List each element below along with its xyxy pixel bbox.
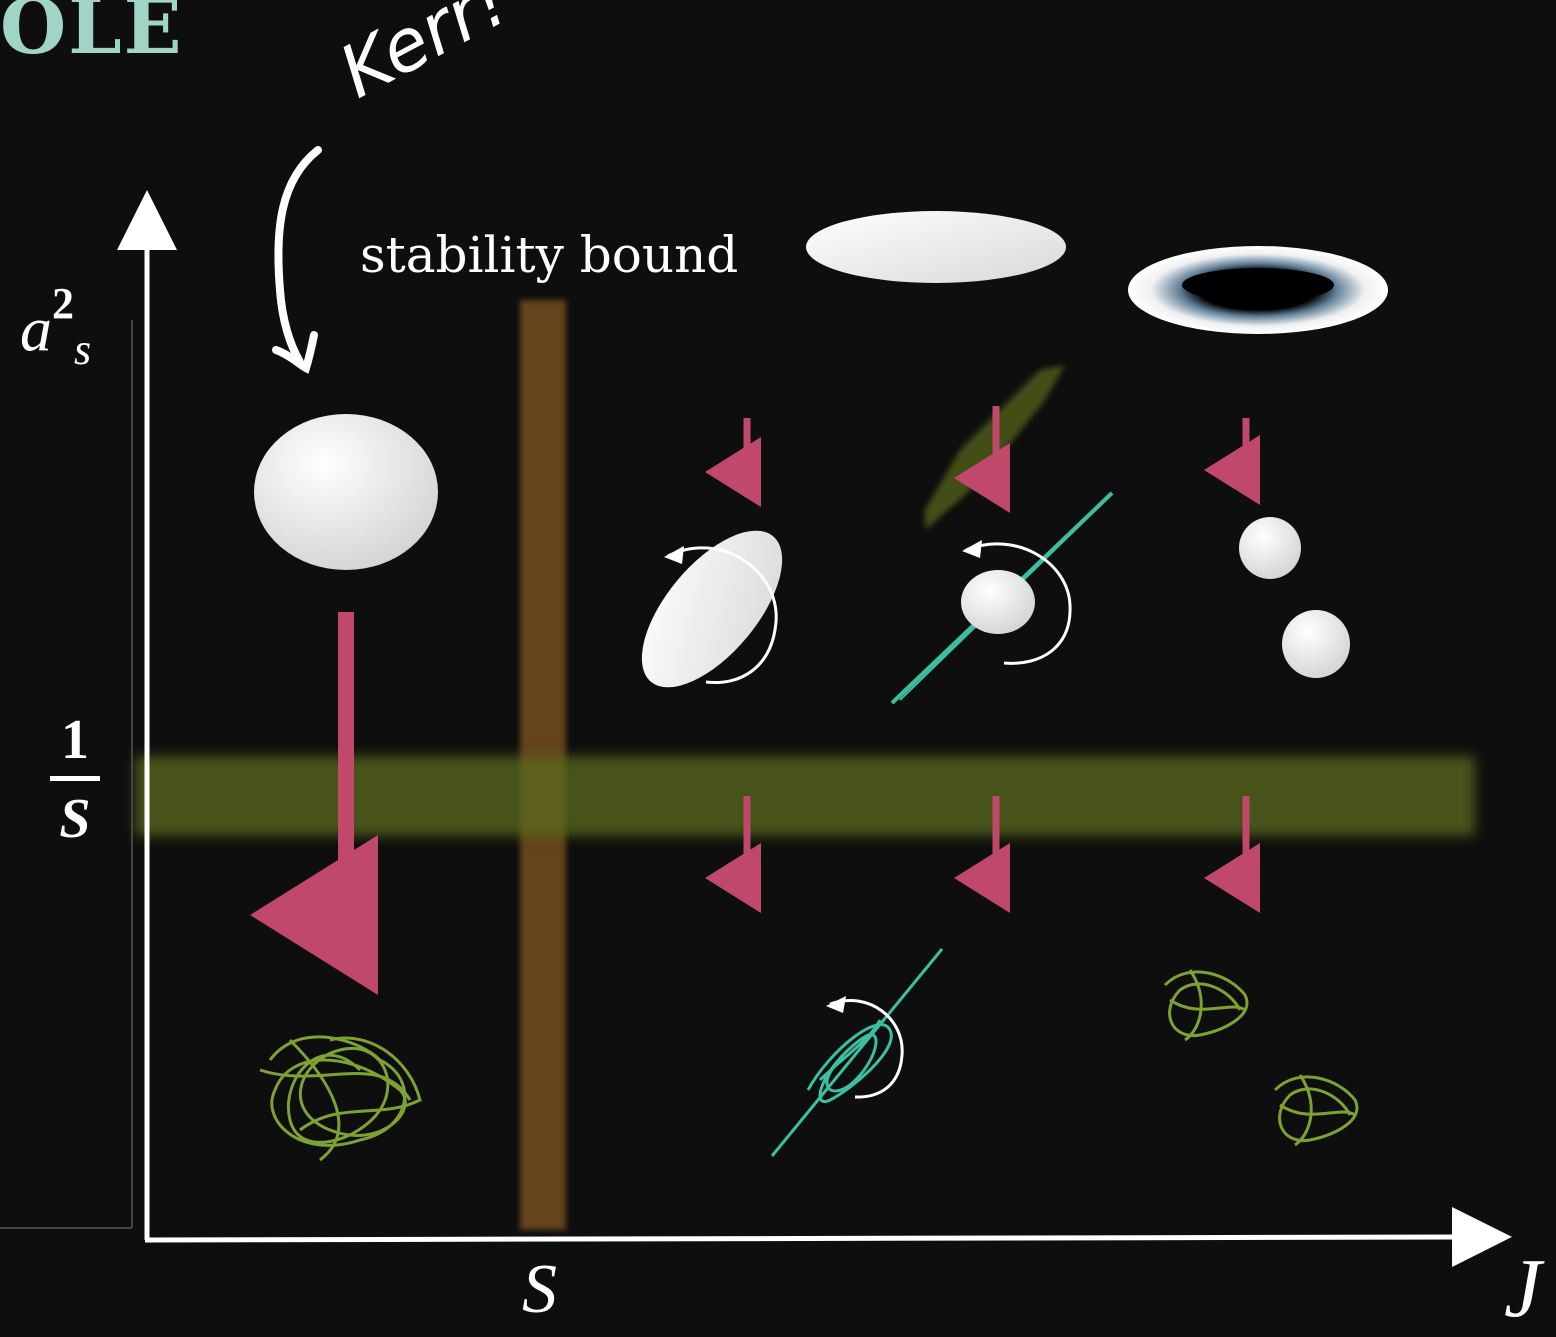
- rotation-arrow-2: [965, 542, 1072, 665]
- kerr-sphere: [254, 414, 438, 570]
- tilted-ellipsoid: [641, 530, 783, 688]
- y-tick-fraction-bar: [50, 776, 100, 781]
- slide-title: OLE: [0, 0, 184, 71]
- handwritten-arrow: [274, 146, 322, 366]
- rotation-arrowhead-3: [826, 996, 846, 1013]
- chaotic-remnant-left: [259, 1035, 422, 1162]
- y-tick-one-over-s: 1 S: [50, 708, 100, 851]
- stability-bound-label: stability bound: [360, 226, 739, 284]
- chaotic-remnant-right-2: [1273, 1074, 1359, 1147]
- y-axis-label-base: a: [20, 293, 52, 365]
- rotation-arrowhead-2: [962, 540, 982, 558]
- rotation-arrow-3: [829, 998, 904, 1099]
- flattened-ellipsoid: [806, 211, 1066, 283]
- handwritten-arrowhead: [272, 331, 318, 374]
- x-tick-s: S: [522, 1251, 557, 1328]
- y-axis-label: a2s: [20, 279, 92, 375]
- y-tick-denominator: S: [59, 788, 91, 850]
- rotation-arrowhead-1: [664, 546, 684, 564]
- sphere-upper-right: [1239, 517, 1301, 579]
- x-axis-label: J: [1504, 1242, 1542, 1335]
- teal-chaotic-core: [806, 1019, 893, 1104]
- y-tick-numerator: 1: [61, 709, 89, 771]
- sphere-lower-right: [1282, 610, 1350, 678]
- y-axis-label-subscript: s: [74, 325, 92, 375]
- x-axis: [144, 1207, 1512, 1268]
- black-ring-hole: [1182, 268, 1334, 302]
- rotation-arrow-1: [667, 546, 778, 685]
- chaotic-remnant-right-1: [1163, 969, 1249, 1042]
- y-axis-label-exponent: 2: [52, 279, 74, 328]
- threshold-band: [135, 756, 1475, 836]
- teal-jet: [770, 948, 944, 1157]
- central-sphere: [961, 570, 1035, 634]
